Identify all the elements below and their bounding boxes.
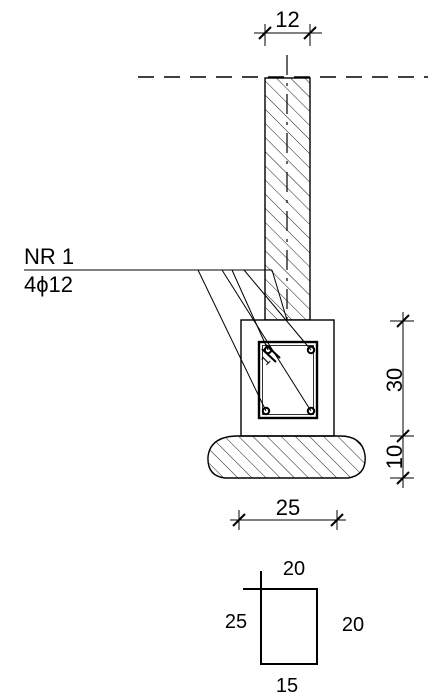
bar-leader-lines — [24, 269, 312, 412]
stirrup-left-length: 25 — [225, 611, 247, 633]
dimension-wall-thickness-label: 12 — [275, 7, 299, 32]
rebar-set — [261, 345, 316, 416]
dimension-beam-width-label: 25 — [276, 495, 300, 520]
stirrup-top-length: 20 — [283, 558, 305, 580]
dimension-beam-width: 25 — [230, 495, 346, 530]
bar-spec-label: 4ϕ12 — [24, 272, 73, 297]
footing-section — [207, 435, 366, 479]
stirrup-right-length: 20 — [342, 614, 364, 636]
rebar-top-left — [263, 345, 273, 355]
stirrup-bottom-length: 15 — [276, 675, 298, 697]
rebar-top-right — [306, 345, 316, 355]
rebar-bottom-right — [306, 406, 316, 416]
bar-mark-label: NR 1 — [24, 244, 74, 269]
dimension-footing-height-label: 10 — [382, 445, 407, 469]
rebar-bottom-left — [261, 406, 271, 416]
dimension-vertical-chain — [390, 312, 414, 488]
dimension-beam-height-label: 30 — [382, 368, 407, 392]
wall-section — [264, 55, 311, 321]
dimension-wall-thickness: 12 — [254, 7, 322, 46]
stirrup-bending-shape — [243, 571, 318, 665]
